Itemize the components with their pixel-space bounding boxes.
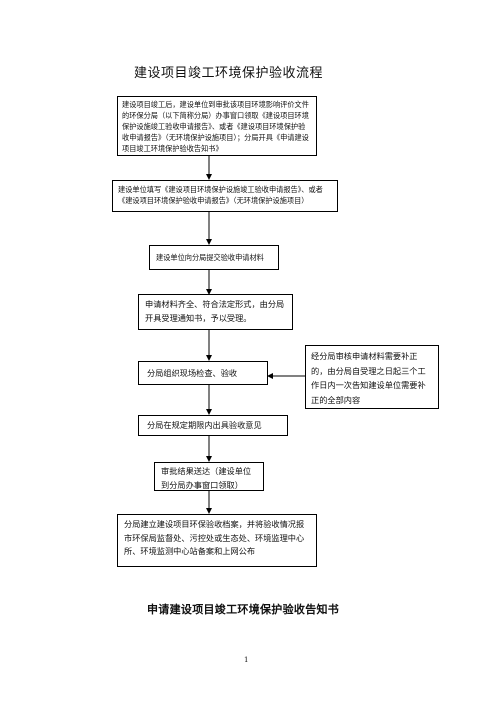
step-7-box: 审批结果送达（建设单位到分局办事窗口领取） bbox=[154, 462, 264, 491]
step-1-box: 建设项目竣工后，建设单位到审批该项目环境影响评价文件的环保分局（以下简称分局）办… bbox=[117, 96, 317, 156]
step-2-box: 建设单位填写《建设项目环境保护设施竣工验收申请报告》、或者《建设项目环境保护验收… bbox=[112, 180, 338, 212]
step-5-box: 分局组织现场检查、验收 bbox=[138, 361, 268, 385]
side-note-box: 经分局审核申请材料需要补正的，由分局自受理之日起三个工作日内一次告知建设单位需要… bbox=[305, 345, 439, 409]
notice-heading: 申请建设项目竣工环境保护验收告知书 bbox=[147, 603, 340, 616]
step-8-box: 分局建立建设项目环保验收档案，并将验收情况报市环保局监督处、污控处或生态处、环境… bbox=[117, 514, 317, 567]
step-4-box: 申请材料齐全、符合法定形式，由分局开具受理通知书，予以受理。 bbox=[138, 294, 293, 330]
page-number: 1 bbox=[244, 656, 249, 664]
flowchart-title: 建设项目竣工环境保护验收流程 bbox=[134, 66, 324, 81]
step-3-box: 建设单位向分局提交验收申请材料 bbox=[149, 245, 279, 270]
step-6-box: 分局在规定期限内出具验收意见 bbox=[138, 415, 288, 436]
